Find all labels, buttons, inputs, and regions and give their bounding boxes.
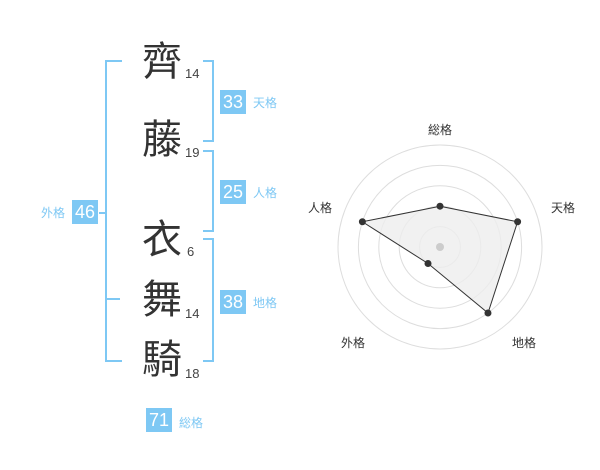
name-char-4: 舞 — [142, 277, 182, 323]
radar-ring — [337, 144, 543, 350]
tenkaku-label: 天格 — [253, 96, 278, 110]
radar-point — [484, 309, 492, 317]
soukaku-label: 総格 — [179, 416, 204, 430]
name-char-1: 齊 — [142, 39, 182, 85]
soukaku-value: 71 — [146, 408, 172, 432]
chikaku-value: 38 — [220, 290, 246, 314]
radar-polygon — [361, 205, 519, 314]
axis-label-tenkaku: 天格 — [551, 200, 575, 215]
gaikaku-value: 46 — [72, 200, 98, 224]
radar-ring — [357, 164, 523, 330]
stroke-count-3: 6 — [187, 244, 195, 259]
axis-label-soukaku: 総格 — [428, 122, 452, 137]
chikaku-bracket — [203, 238, 214, 362]
axis-label-chikaku: 地格 — [512, 335, 536, 350]
tenkaku-value: 33 — [220, 90, 246, 114]
gaikaku-bracket-divider — [105, 298, 120, 300]
gaikaku-label: 外格 — [41, 206, 66, 220]
name-char-5: 騎 — [142, 337, 182, 383]
jinkaku-value: 25 — [220, 180, 246, 204]
radar-point — [358, 218, 366, 226]
axis-label-jinkaku: 人格 — [308, 200, 332, 215]
stroke-count-1: 14 — [185, 66, 200, 81]
jinkaku-label: 人格 — [253, 186, 278, 200]
radar-point — [514, 218, 522, 226]
chikaku-label: 地格 — [253, 296, 278, 310]
radar-center-dot — [436, 243, 444, 251]
radar-point — [424, 260, 432, 268]
name-char-3: 衣 — [142, 217, 182, 263]
name-char-2: 藤 — [142, 117, 182, 163]
axis-label-gaikaku: 外格 — [341, 335, 365, 350]
stroke-count-4: 14 — [185, 306, 200, 321]
jinkaku-bracket — [203, 150, 214, 232]
gaikaku-bracket-stub — [99, 212, 105, 214]
stroke-count-5: 18 — [185, 366, 200, 381]
stroke-count-2: 19 — [185, 145, 200, 160]
radar-point — [436, 202, 444, 210]
tenkaku-bracket — [203, 60, 214, 142]
gaikaku-bracket — [105, 60, 122, 362]
